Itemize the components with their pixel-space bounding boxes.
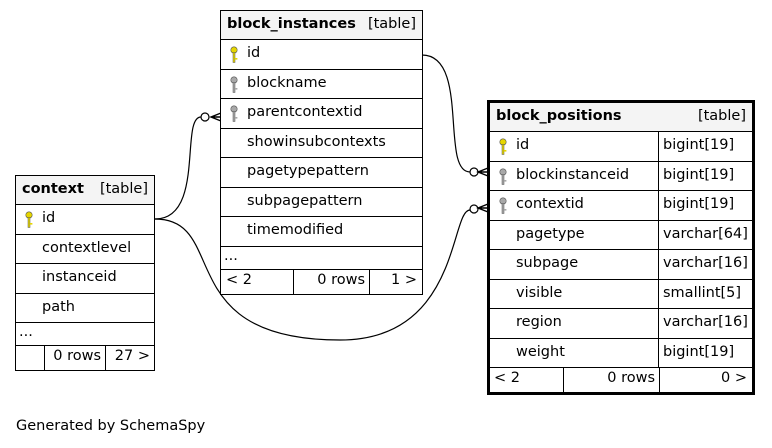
- column-row-id[interactable]: id: [221, 40, 422, 70]
- next-link[interactable]: 1 >: [369, 269, 422, 294]
- column-list: id blockname parentcontextid showinsubconte…: [221, 40, 422, 247]
- column-name: showinsubcontexts: [247, 133, 386, 150]
- crowfoot-contextid: [476, 203, 489, 213]
- column-row-weight[interactable]: weight bigint[19]: [490, 338, 752, 368]
- column-row-id[interactable]: id: [16, 205, 154, 235]
- index-key-icon: [230, 75, 238, 93]
- index-key-icon: [499, 167, 507, 185]
- row-count: 0 rows: [293, 269, 369, 294]
- next-link[interactable]: 0 >: [659, 368, 752, 392]
- column-row-subpagepattern[interactable]: subpagepattern: [221, 188, 422, 217]
- column-row-subpage[interactable]: subpage varchar[16]: [490, 250, 752, 280]
- row-count: 0 rows: [563, 368, 659, 392]
- column-type: smallint[5]: [658, 279, 750, 308]
- column-name: weight: [516, 343, 565, 360]
- column-name: blockinstanceid: [516, 166, 630, 183]
- column-row-timemodified[interactable]: timemodified: [221, 217, 422, 247]
- table-name: context: [22, 181, 84, 197]
- column-type: bigint[19]: [658, 191, 750, 220]
- column-row-pagetype[interactable]: pagetype varchar[64]: [490, 220, 752, 250]
- edge-context-id-to-contextid: [154, 209, 471, 341]
- more-columns-ellipsis: ...: [221, 247, 422, 270]
- table-nav: < 2 0 rows 1 >: [221, 269, 422, 294]
- column-row-contextid[interactable]: contextid bigint[19]: [490, 191, 752, 221]
- column-name: region: [516, 314, 562, 330]
- edge-end-circle: [200, 112, 210, 122]
- table-block-instances[interactable]: block_instances [table] id blockname paren…: [220, 10, 423, 295]
- column-name: contextid: [516, 196, 584, 212]
- column-type: bigint[19]: [658, 132, 750, 161]
- crowfoot-blockinstanceid: [476, 167, 489, 177]
- table-nav: < 2 0 rows 0 >: [490, 368, 752, 392]
- column-row-contextlevel[interactable]: contextlevel: [16, 235, 154, 264]
- prev-link[interactable]: < 2: [226, 271, 252, 288]
- table-header: context [table]: [16, 176, 154, 205]
- table-context[interactable]: context [table] id contextlevel instanceid…: [15, 175, 155, 371]
- column-list: id contextlevel instanceid path: [16, 205, 154, 323]
- row-count: 0 rows: [44, 346, 105, 370]
- column-name: timemodified: [247, 222, 344, 238]
- column-name: id: [247, 45, 261, 61]
- index-key-icon: [230, 105, 238, 122]
- more-columns-ellipsis: ...: [16, 323, 154, 346]
- table-kind: [table]: [99, 181, 148, 197]
- table-header: block_instances [table]: [221, 11, 422, 40]
- table-header: block_positions [table]: [490, 103, 752, 132]
- column-row-path[interactable]: path: [16, 294, 154, 323]
- next-link[interactable]: 27 >: [105, 346, 154, 370]
- column-name: id: [516, 137, 530, 153]
- primary-key-icon: [499, 138, 507, 155]
- table-name: block_instances: [227, 16, 356, 32]
- column-name: visible: [516, 284, 563, 301]
- prev-link[interactable]: [16, 346, 44, 370]
- crowfoot-parentcontextid: [209, 112, 222, 122]
- column-name: subpage: [516, 255, 579, 271]
- column-name: contextlevel: [42, 239, 132, 256]
- primary-key-icon: [230, 46, 238, 63]
- table-kind: [table]: [367, 16, 416, 32]
- column-row-blockinstanceid[interactable]: blockinstanceid bigint[19]: [490, 161, 752, 191]
- column-row-instanceid[interactable]: instanceid: [16, 264, 154, 294]
- column-name: pagetypepattern: [247, 163, 369, 179]
- edge-end-circle: [469, 204, 479, 214]
- table-nav: 0 rows 27 >: [16, 346, 154, 370]
- column-name: instanceid: [42, 269, 117, 285]
- column-row-region[interactable]: region varchar[16]: [490, 309, 752, 339]
- column-row-parentcontextid[interactable]: parentcontextid: [221, 99, 422, 129]
- column-type: varchar[16]: [658, 309, 750, 338]
- column-row-showinsubcontexts[interactable]: showinsubcontexts: [221, 129, 422, 158]
- column-name: subpagepattern: [247, 192, 363, 209]
- edge-context-id-to-parentcontextid: [154, 116, 202, 220]
- column-name: parentcontextid: [247, 104, 363, 120]
- primary-key-icon: [25, 211, 33, 228]
- table-kind: [table]: [697, 108, 746, 124]
- table-name: block_positions: [496, 108, 622, 124]
- edge-block-instances-id-to-blockinstanceid: [421, 54, 471, 173]
- generated-by-note: Generated by SchemaSpy: [16, 418, 206, 434]
- index-key-icon: [499, 197, 507, 214]
- column-type: bigint[19]: [658, 161, 750, 190]
- column-row-id[interactable]: id bigint[19]: [490, 132, 752, 162]
- column-row-blockname[interactable]: blockname: [221, 70, 422, 99]
- column-type: varchar[16]: [658, 250, 750, 279]
- column-name: path: [42, 298, 75, 315]
- column-row-pagetypepattern[interactable]: pagetypepattern: [221, 158, 422, 188]
- column-type: varchar[64]: [658, 220, 750, 249]
- column-type: bigint[19]: [658, 338, 750, 367]
- column-name: blockname: [247, 74, 327, 91]
- prev-link[interactable]: < 2: [494, 370, 520, 386]
- column-row-visible[interactable]: visible smallint[5]: [490, 279, 752, 309]
- column-name: pagetype: [516, 225, 585, 242]
- column-name: id: [42, 210, 56, 226]
